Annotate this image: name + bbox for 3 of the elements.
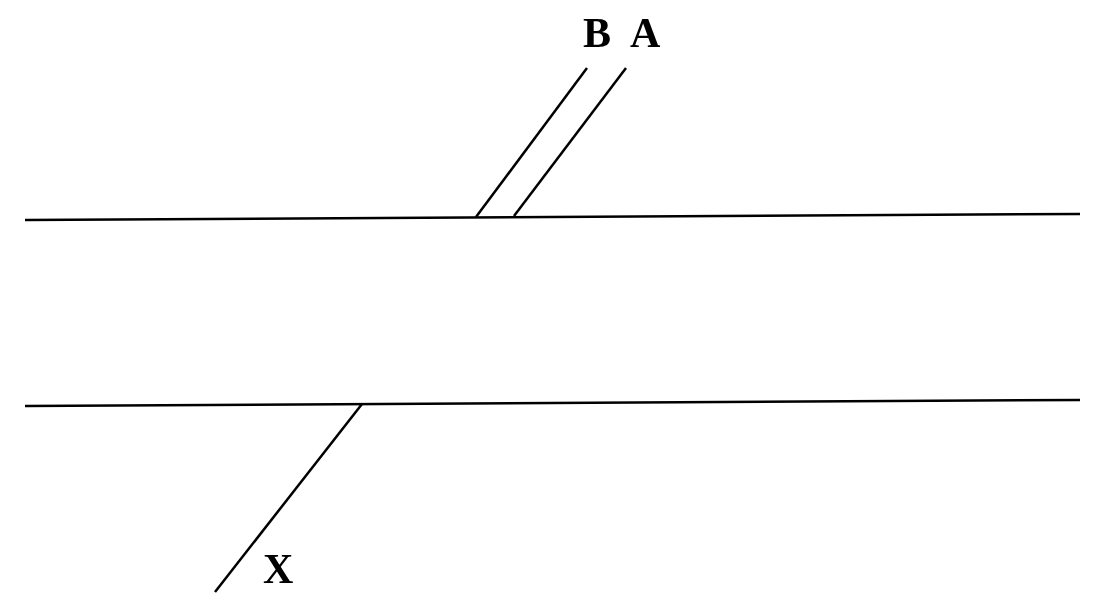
point-label: A xyxy=(630,12,661,54)
point-label: X xyxy=(263,548,294,590)
point-label: B xyxy=(583,12,611,54)
